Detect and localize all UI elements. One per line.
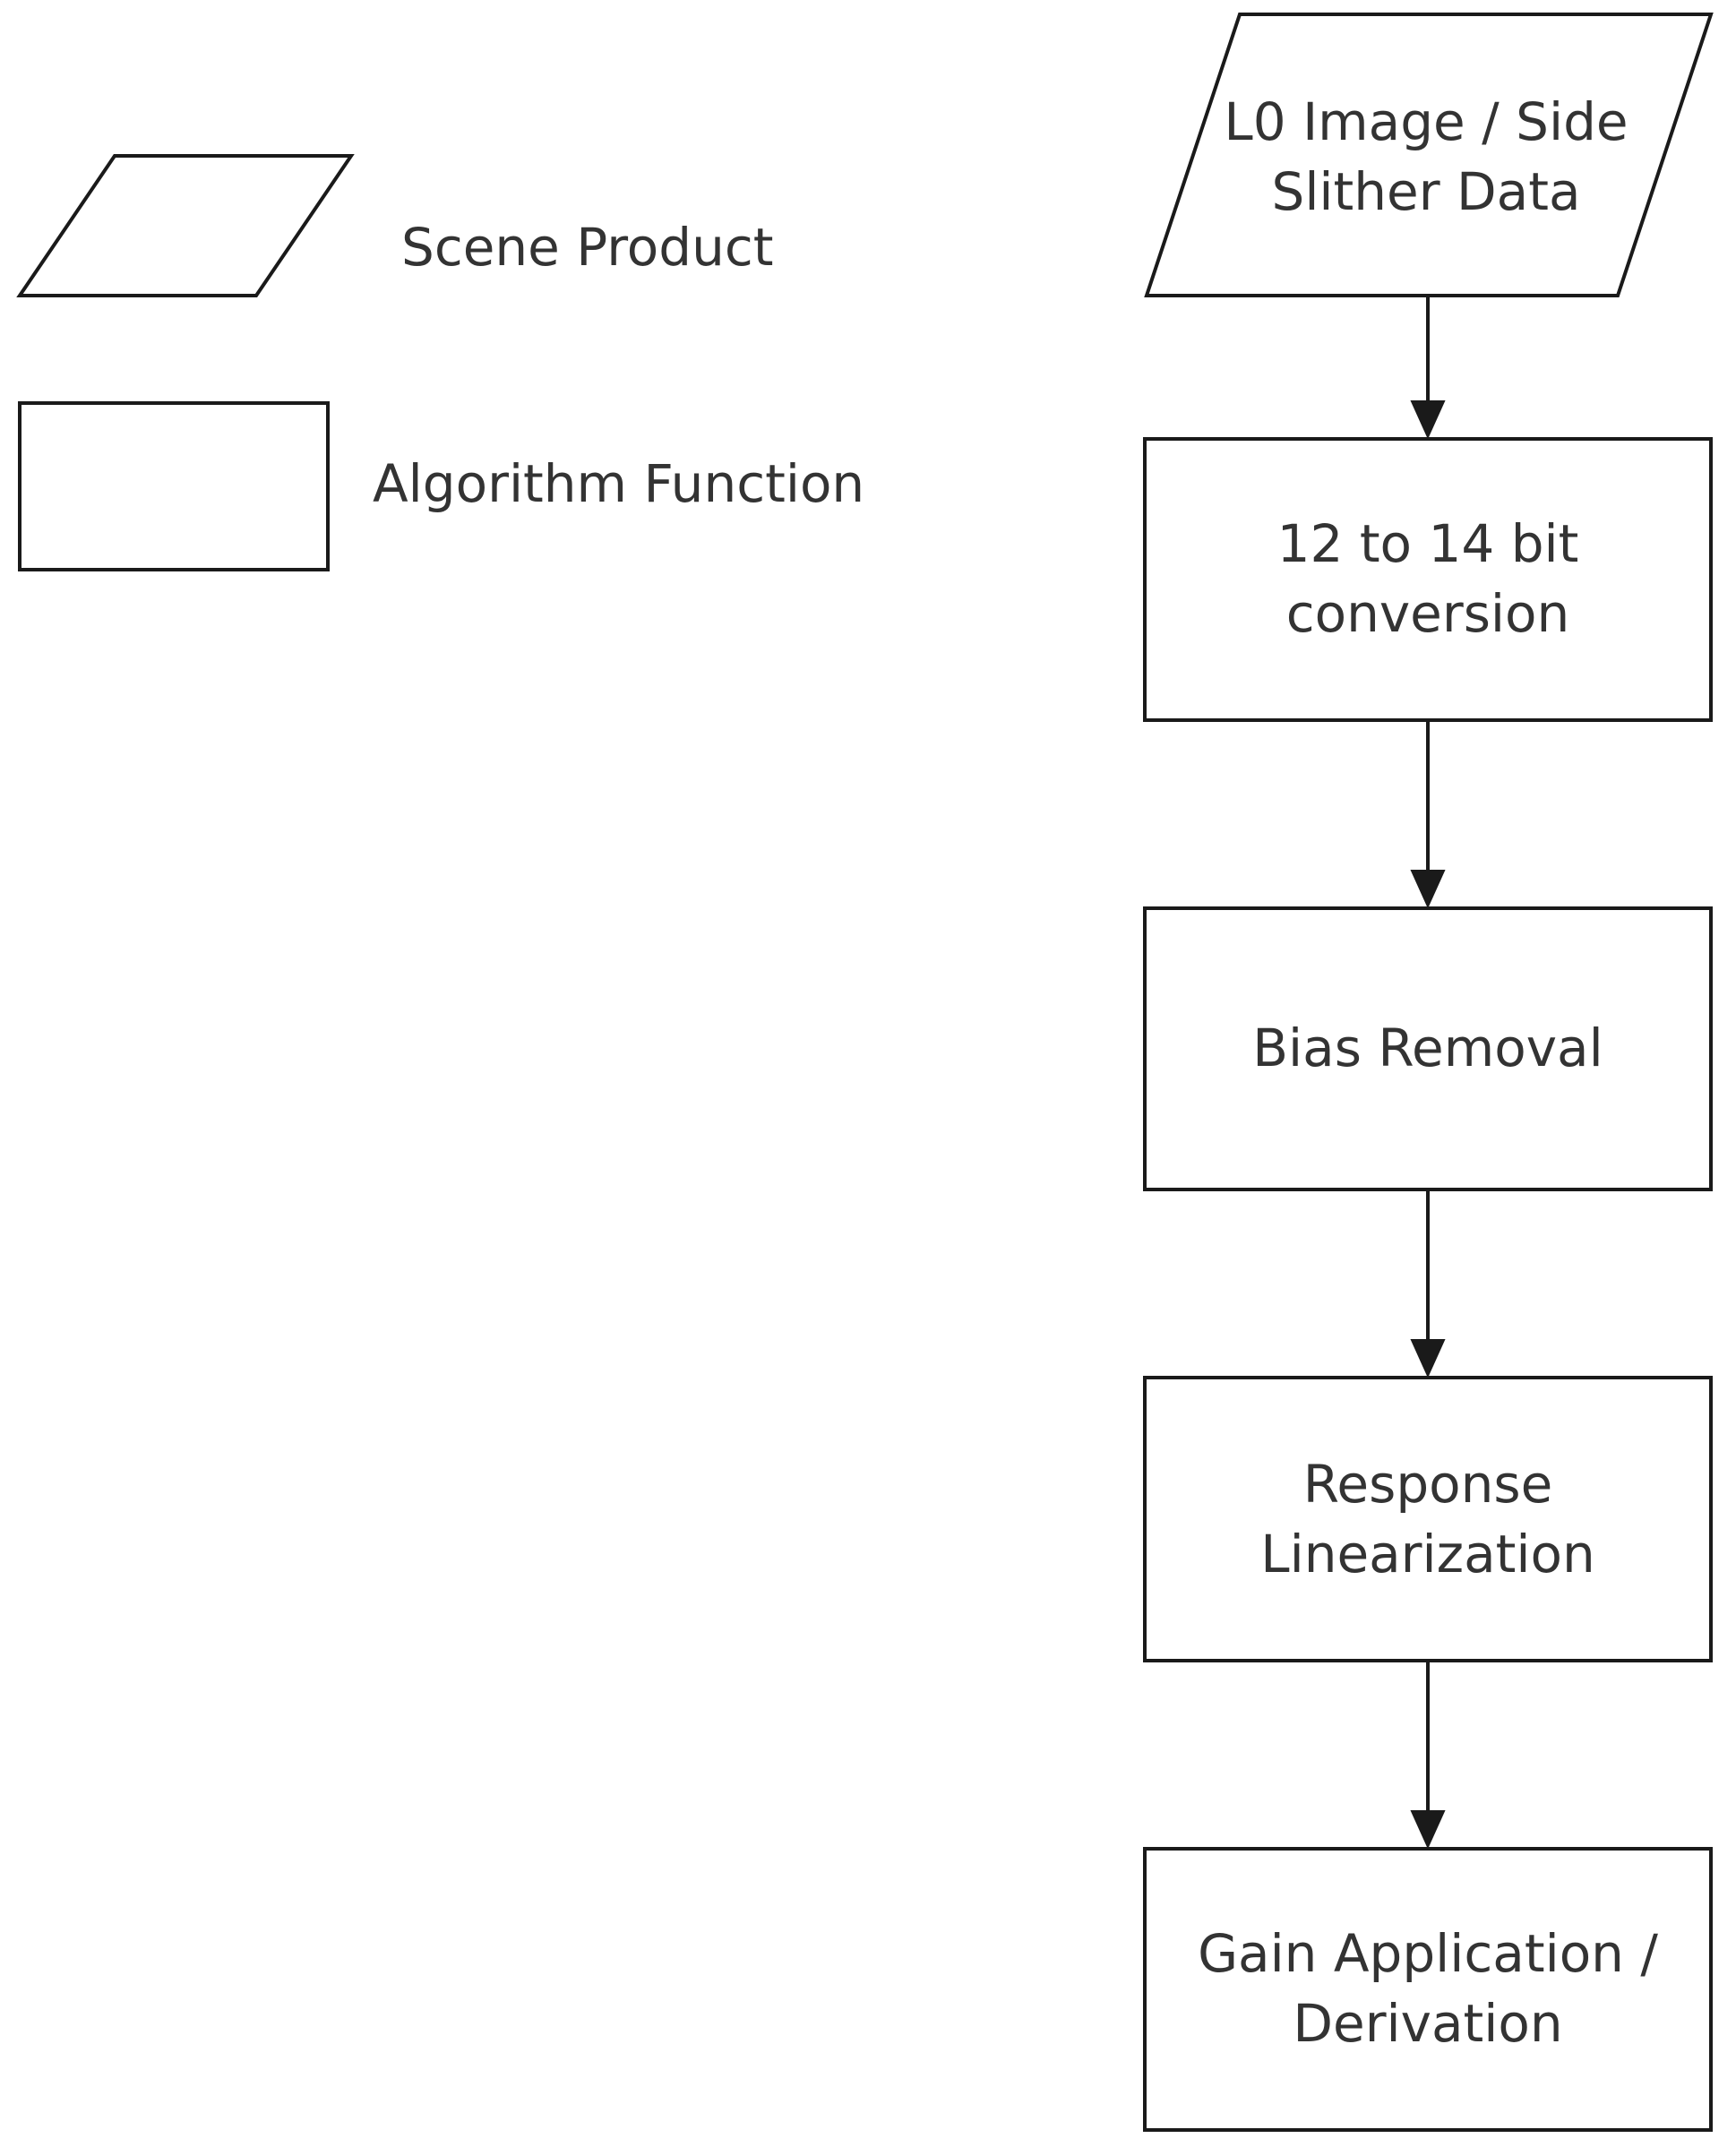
node-bias-removal: Bias Removal xyxy=(1143,906,1713,1191)
node-bit-conversion-line-1: 12 to 14 bit xyxy=(1277,513,1579,574)
legend-algorithm-function-label: Algorithm Function xyxy=(373,453,864,514)
node-gain-application-shape xyxy=(1143,1847,1713,2132)
node-gain-application-line-2: Derivation xyxy=(1293,1993,1562,2054)
legend-scene-product-label: Scene Product xyxy=(401,217,774,278)
node-bias-removal-line-1: Bias Removal xyxy=(1252,1018,1603,1078)
arrowhead-l0-data-to-bit-conversion xyxy=(1410,400,1446,440)
node-response-linearization-line-2: Linearization xyxy=(1260,1524,1594,1584)
arrowhead-bias-removal-to-response-linearization xyxy=(1410,1339,1446,1378)
node-response-linearization-line-1: Response xyxy=(1303,1454,1553,1515)
node-bias-removal-shape xyxy=(1143,906,1713,1191)
node-bit-conversion-line-2: conversion xyxy=(1286,583,1570,644)
arrowhead-response-linearization-to-gain-application xyxy=(1410,1810,1446,1850)
node-bit-conversion: 12 to 14 bit conversion xyxy=(1143,437,1713,722)
flow-nodes: L0 Image / Side Slither Data 12 to 14 bi… xyxy=(1143,13,1714,2132)
node-l0-data-shape xyxy=(1144,13,1714,297)
arrowhead-bit-conversion-to-bias-removal xyxy=(1410,870,1446,909)
node-response-linearization-shape xyxy=(1143,1376,1713,1662)
legend-rectangle-shape xyxy=(18,401,330,571)
node-l0-data: L0 Image / Side Slither Data xyxy=(1144,13,1714,297)
legend: Scene Product Algorithm Function xyxy=(16,154,864,571)
flow-edges xyxy=(1410,296,1446,1850)
node-response-linearization: Response Linearization xyxy=(1143,1376,1713,1662)
node-gain-application: Gain Application / Derivation xyxy=(1143,1847,1713,2132)
node-l0-data-line-1: L0 Image / Side xyxy=(1224,91,1628,152)
node-gain-application-line-1: Gain Application / xyxy=(1198,1923,1658,1984)
legend-parallelogram-shape xyxy=(16,154,355,297)
node-l0-data-line-2: Slither Data xyxy=(1272,161,1581,222)
node-bit-conversion-shape xyxy=(1143,437,1713,722)
